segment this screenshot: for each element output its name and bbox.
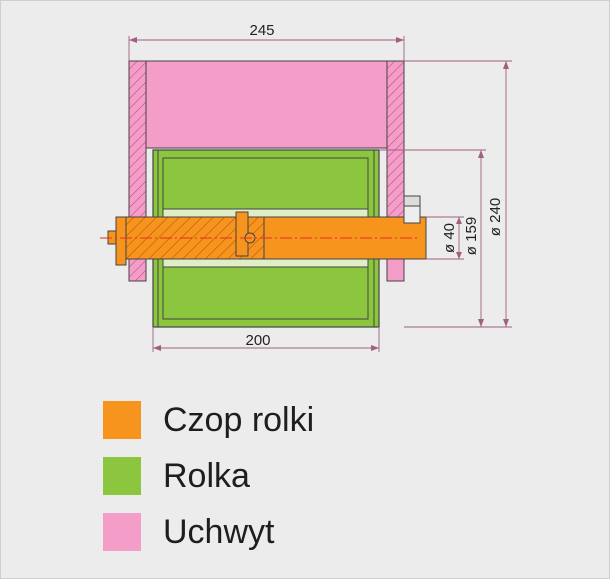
pink-square-icon — [103, 513, 141, 551]
right-fastener — [386, 195, 421, 282]
dimension-arrowheads — [129, 37, 509, 351]
right-lower-spacer — [386, 258, 405, 282]
holder-top-plate — [145, 60, 388, 149]
legend-label-roller: Rolka — [163, 456, 250, 495]
dim-bottom-width: 200 — [245, 332, 270, 349]
dim-top-width: 245 — [249, 22, 274, 39]
legend-item-holder: Uchwyt — [103, 504, 314, 560]
dim-diameter-159: ø 159 — [463, 217, 480, 255]
orange-square-icon — [103, 401, 141, 439]
roller-top-bore — [162, 208, 369, 218]
roller-bottom-bore — [162, 258, 369, 268]
dim-diameter-40: ø 40 — [441, 223, 458, 253]
legend-label-shaft: Czop rolki — [163, 400, 315, 439]
right-bolt-top — [403, 195, 421, 207]
legend-item-roller: Rolka — [103, 448, 314, 504]
shaft-left-end-plate — [115, 216, 127, 266]
legend-label-holder: Uchwyt — [163, 512, 275, 551]
shaft-bolt-stem — [235, 211, 249, 257]
green-square-icon — [103, 457, 141, 495]
dim-diameter-240: ø 240 — [487, 198, 504, 236]
legend: Czop rolki Rolka Uchwyt — [103, 392, 314, 560]
legend-item-shaft: Czop rolki — [103, 392, 314, 448]
